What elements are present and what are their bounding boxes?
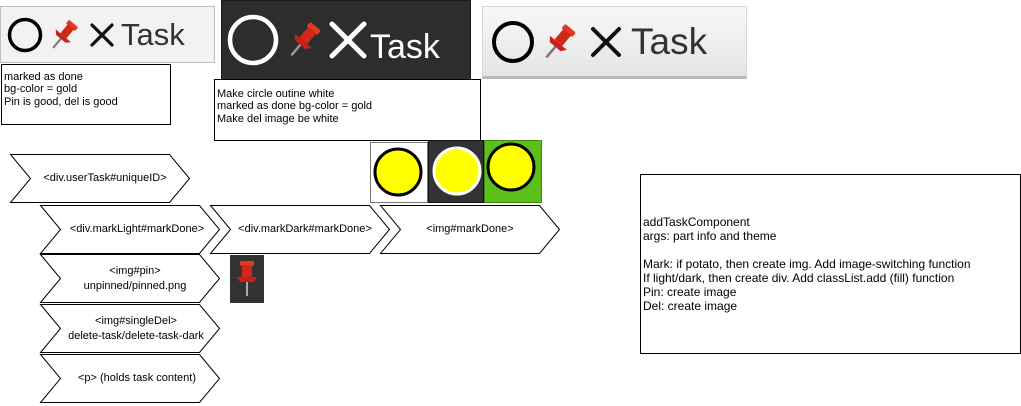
node-label: <div.markLight#markDone> — [69, 223, 205, 235]
pushpin-icon — [237, 261, 257, 296]
dark-swatch — [428, 140, 484, 203]
node-label: <div.userTask#uniqueID> — [43, 172, 167, 184]
diagram-node-del: <img#singleDel> delete-task/delete-task-… — [39, 304, 221, 353]
diagram-node-mark-light: <div.markLight#markDone> — [39, 205, 221, 254]
note-dark-theme: Make circle outine white marked as done … — [214, 79, 481, 141]
diagram-node-content: <p> (holds task content) — [39, 354, 221, 403]
task-label: Task — [631, 21, 708, 62]
diagram-node-pin: <img#pin> unpinned/pinned.png — [39, 254, 221, 303]
note-light-theme: marked as done bg-color = gold Pin is go… — [1, 64, 171, 125]
filled-circle-icon — [373, 147, 423, 197]
node-label: <img#markDone> — [426, 223, 514, 235]
diagram-node-mark-dark: <div.markDark#markDone> — [209, 205, 391, 254]
task-label: Task — [370, 28, 440, 66]
pushpin-icon[interactable] — [284, 18, 324, 62]
task-toolbar-light: Task — [0, 6, 215, 63]
pushpin-icon[interactable] — [47, 17, 81, 53]
close-x-icon[interactable] — [89, 22, 115, 48]
node-label: <img#pin> unpinned/pinned.png — [83, 264, 187, 292]
pin-image-dark — [230, 255, 264, 303]
task-toolbar-potato: Task — [482, 6, 747, 79]
node-label: <p> (holds task content) — [77, 372, 196, 384]
circle-outline-icon[interactable] — [491, 20, 535, 64]
filled-circle-icon — [486, 142, 536, 192]
close-x-icon[interactable] — [589, 25, 623, 59]
diagram-node-mark-img: <img#markDone> — [379, 205, 561, 254]
node-label: <img#singleDel> delete-task/delete-task-… — [68, 314, 204, 342]
light-swatch — [370, 142, 428, 203]
circle-outline-icon[interactable] — [226, 13, 280, 67]
filled-circle-icon — [432, 146, 482, 196]
pushpin-icon[interactable] — [539, 20, 579, 64]
diagram-node-root: <div.userTask#uniqueID> — [9, 154, 191, 203]
add-task-component-box: addTaskComponent args: part info and the… — [640, 174, 1021, 354]
task-label: Task — [121, 17, 185, 52]
close-x-icon[interactable] — [328, 20, 368, 60]
task-toolbar-dark: Task — [221, 0, 471, 80]
green-swatch — [484, 140, 542, 203]
circle-outline-icon[interactable] — [7, 17, 43, 53]
node-label: <div.markDark#markDone> — [238, 223, 372, 235]
